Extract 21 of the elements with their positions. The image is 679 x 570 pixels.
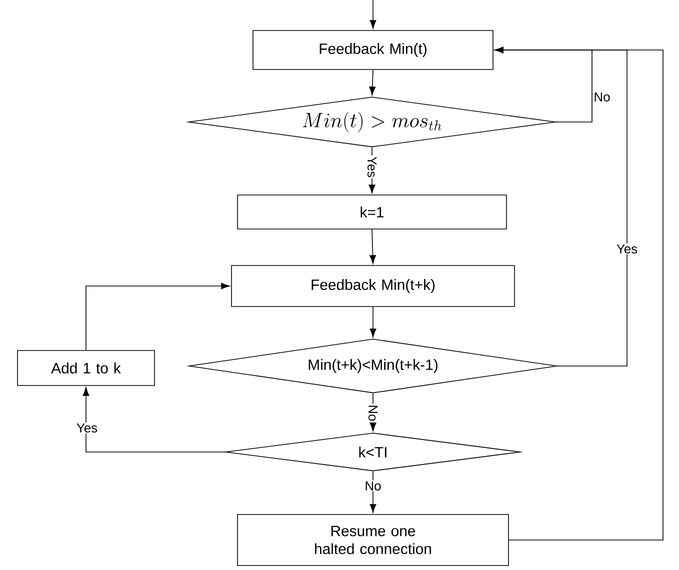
arrow bbox=[86, 282, 230, 350]
arrow bbox=[370, 0, 376, 29]
arrow bbox=[370, 229, 376, 264]
process-box: Add 1 to k bbox=[17, 350, 155, 386]
arrow bbox=[369, 70, 376, 96]
process-box: Feedback Min(t+k) bbox=[231, 265, 515, 307]
arrow bbox=[370, 306, 376, 338]
arrow bbox=[368, 147, 376, 194]
edge-label: No bbox=[592, 91, 612, 102]
arrow bbox=[370, 471, 376, 513]
edge-label: No bbox=[368, 404, 379, 422]
process-box: Feedback Min(t) bbox=[252, 30, 494, 70]
arrow bbox=[494, 46, 664, 540]
process-box: k=1 bbox=[237, 194, 507, 230]
process-box: Resume one halted connection bbox=[237, 514, 509, 566]
edge-label: Yes bbox=[615, 243, 639, 254]
edge-label: Yes bbox=[366, 155, 378, 179]
edge-label: No bbox=[364, 480, 382, 492]
arrow bbox=[370, 393, 376, 432]
edge-label: Yes bbox=[75, 422, 99, 434]
arrow bbox=[82, 387, 226, 452]
